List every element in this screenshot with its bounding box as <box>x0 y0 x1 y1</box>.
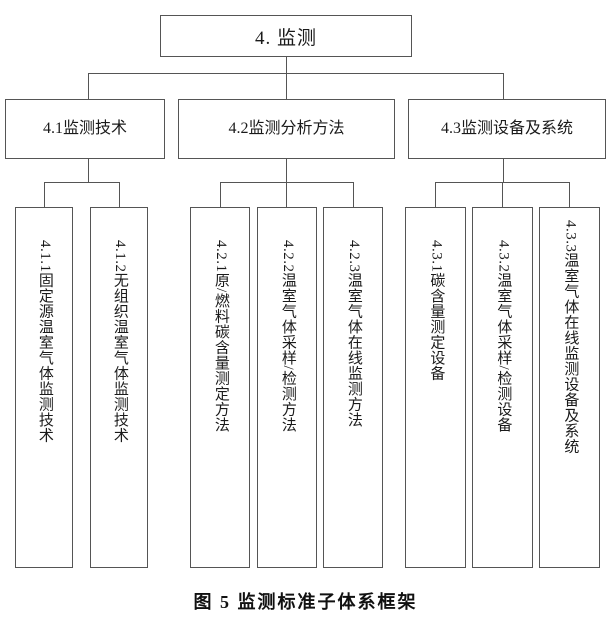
connector-drop-432 <box>502 182 503 207</box>
node-4-3: 4.3监测设备及系统 <box>408 99 606 159</box>
node-4-2-3-label: 4.2.3温室气体在线监测方法 <box>345 240 362 428</box>
node-4-1-1-label: 4.1.1固定源温室气体监测技术 <box>36 240 53 443</box>
connector-stem-41 <box>88 159 89 182</box>
node-4-3-label: 4.3监测设备及系统 <box>440 120 573 137</box>
connector-drop-42 <box>286 73 287 99</box>
node-4-3-2-label: 4.3.2温室气体采样/检测设备 <box>495 240 512 433</box>
connector-drop-412 <box>119 182 120 207</box>
connector-stem-43 <box>503 159 504 182</box>
connector-drop-411 <box>44 182 45 207</box>
connector-root-stem <box>286 57 287 74</box>
connector-drop-423 <box>353 182 354 207</box>
node-4-1-2-label: 4.1.2无组织温室气体监测技术 <box>111 240 128 443</box>
connector-drop-41 <box>88 73 89 99</box>
node-4-3-1-label: 4.3.1碳含量测定设备 <box>428 240 445 381</box>
connector-drop-431 <box>435 182 436 207</box>
connector-drop-422 <box>286 182 287 207</box>
node-4-3-2: 4.3.2温室气体采样/检测设备 <box>472 207 533 568</box>
node-root: 4. 监测 <box>160 15 412 57</box>
connector-stem-42 <box>286 159 287 182</box>
node-root-label: 4. 监测 <box>254 27 317 49</box>
node-4-2-1: 4.2.1原/燃料碳含量测定方法 <box>190 207 250 568</box>
node-4-3-3: 4.3.3温室气体在线监测设备及系统 <box>539 207 600 568</box>
node-4-3-1: 4.3.1碳含量测定设备 <box>405 207 466 568</box>
node-4-2-2-label: 4.2.2温室气体采样/检测方法 <box>279 240 296 433</box>
node-4-1-1: 4.1.1固定源温室气体监测技术 <box>15 207 73 568</box>
node-4-2-label: 4.2监测分析方法 <box>228 120 345 137</box>
node-4-2-1-label: 4.2.1原/燃料碳含量测定方法 <box>212 240 229 433</box>
connector-level2-bus <box>88 73 503 74</box>
figure-caption: 图 5 监测标准子体系框架 <box>193 592 418 612</box>
connector-drop-421 <box>220 182 221 207</box>
node-4-1-2: 4.1.2无组织温室气体监测技术 <box>90 207 148 568</box>
node-4-3-3-label: 4.3.3温室气体在线监测设备及系统 <box>562 220 579 454</box>
node-4-1: 4.1监测技术 <box>5 99 165 159</box>
node-4-2: 4.2监测分析方法 <box>178 99 395 159</box>
connector-drop-433 <box>569 182 570 207</box>
node-4-2-3: 4.2.3温室气体在线监测方法 <box>323 207 383 568</box>
node-4-2-2: 4.2.2温室气体采样/检测方法 <box>257 207 317 568</box>
connector-drop-43 <box>503 73 504 99</box>
connector-bus-41 <box>44 182 119 183</box>
node-4-1-label: 4.1监测技术 <box>42 120 127 137</box>
